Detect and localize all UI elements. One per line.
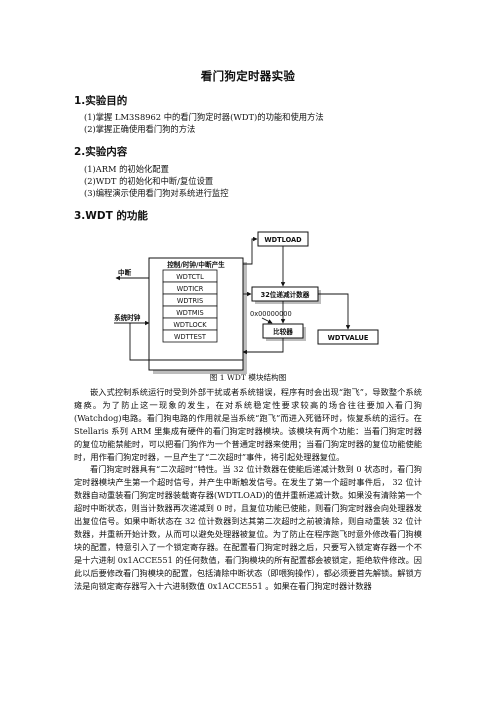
- page-title: 看门狗定时器实验: [200, 69, 296, 83]
- register-list: WDTCTL WDTICR WDTRIS WDTMIS WDTLOCK WDTT…: [162, 269, 218, 343]
- register-wdtlock: WDTLOCK: [173, 321, 207, 329]
- content-item-3: (3)编程演示使用看门狗对系统进行监控: [84, 188, 229, 198]
- purpose-item-1: (1)掌握 LM3S8962 中的看门狗定时器(WDT)的功能和使用方法: [84, 112, 324, 122]
- clock-feed-line: [129, 323, 243, 361]
- content-item-2: (2)WDT 的初始化和中断/复位设置: [84, 176, 214, 186]
- register-box: [162, 329, 218, 343]
- comparator-label: 比较器: [273, 327, 293, 336]
- wdtload-label: WDTLOAD: [264, 236, 302, 244]
- connection-lines: [114, 236, 351, 361]
- wdtvalue-label: WDTVALUE: [328, 334, 369, 342]
- register-wdtctl: WDTCTL: [176, 273, 204, 281]
- counter-label: 32位递减计数器: [261, 290, 310, 299]
- zero-to-comparator-arrow: [261, 317, 273, 324]
- control-to-load-arrow: [243, 236, 258, 265]
- register-wdttest: WDTTEST: [174, 333, 207, 341]
- control-block-title: 控制/时钟/中断产生: [167, 260, 225, 269]
- figure-caption: 图 1 WDT 模块结构图: [209, 373, 287, 382]
- purpose-item-2: (2)掌握正确使用看门狗的方法: [84, 124, 196, 134]
- content-item-1: (1)ARM 的初始化配置: [84, 164, 169, 174]
- section-heading-purpose: 1.实验目的: [74, 95, 128, 107]
- register-wdtris: WDTRIS: [177, 297, 203, 305]
- register-wdticr: WDTICR: [177, 285, 204, 293]
- zero-constant: 0x00000000: [250, 310, 292, 318]
- interrupt-label: 中断: [118, 268, 132, 277]
- section-heading-content: 2.实验内容: [74, 146, 128, 158]
- paragraph-2: 看门狗定时器具有“二次超时”特性。当 32 位计数器在使能后递减计数到 0 状态…: [74, 464, 422, 591]
- wdtvalue-box: [317, 329, 379, 345]
- comparator-to-control-arrow: [242, 338, 284, 355]
- paragraph-1: 嵌入式控制系统运行时受到外部干扰或者系统错误，程序有时会出现“跑飞”，导致整个系…: [74, 387, 422, 462]
- section-heading-wdt-function: 3.WDT 的功能: [74, 210, 148, 222]
- system-clock-label: 系统时钟: [114, 313, 141, 322]
- register-wdtmis: WDTMIS: [176, 309, 203, 317]
- counter-to-value-arrow: [318, 293, 351, 330]
- body-text: 嵌入式控制系统运行时受到外部干扰或者系统错误，程序有时会出现“跑飞”，导致整个系…: [74, 386, 422, 593]
